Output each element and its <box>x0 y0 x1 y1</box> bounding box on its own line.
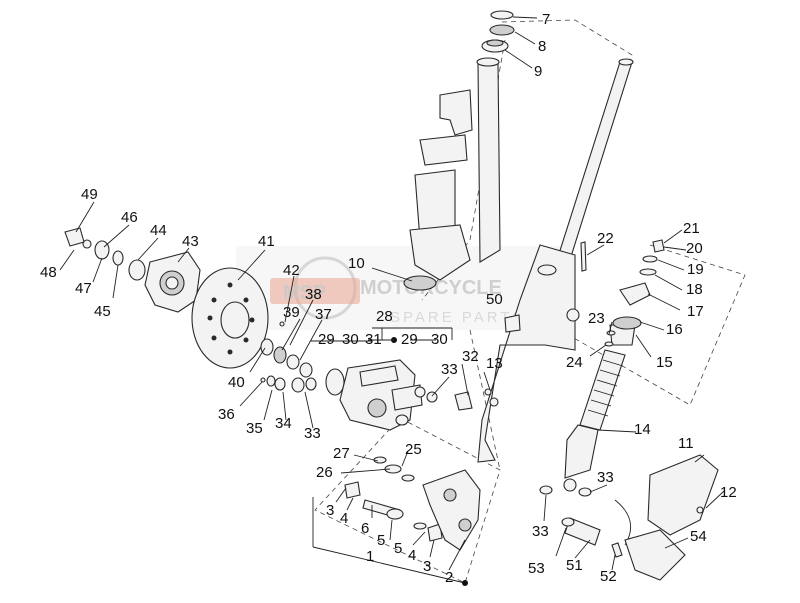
callout-20: 20 <box>686 240 703 257</box>
callout-10: 10 <box>348 255 365 272</box>
shock-upper-mount <box>580 239 665 347</box>
callout-2: 2 <box>445 569 453 586</box>
callout-26: 26 <box>316 464 333 481</box>
block-50 <box>504 314 521 333</box>
callout-46: 46 <box>121 209 138 226</box>
callout-17: 17 <box>687 303 704 320</box>
callout-labels: 7 8 9 10 11 12 13 14 15 16 17 18 19 20 2… <box>40 11 737 586</box>
shock-absorber <box>563 324 636 492</box>
callout-15: 15 <box>656 354 673 371</box>
callout-25: 25 <box>405 441 422 458</box>
callout-4a: 4 <box>340 510 348 527</box>
callout-47: 47 <box>75 280 92 297</box>
callout-29a: 29 <box>318 331 335 348</box>
callout-27: 27 <box>333 445 350 462</box>
sensor-parts <box>539 485 623 558</box>
callout-5a: 5 <box>377 532 385 549</box>
callout-48: 48 <box>40 264 57 281</box>
callout-45: 45 <box>94 303 111 320</box>
screw-12 <box>696 506 704 514</box>
callout-22: 22 <box>597 230 614 247</box>
callout-53: 53 <box>528 560 545 577</box>
callout-24: 24 <box>566 354 583 371</box>
callout-12: 12 <box>720 484 737 501</box>
leader-lines <box>59 16 725 586</box>
callout-3b: 3 <box>423 558 431 575</box>
callout-54: 54 <box>690 528 707 545</box>
callout-38: 38 <box>305 286 322 303</box>
callout-18: 18 <box>686 281 703 298</box>
callout-37: 37 <box>315 306 332 323</box>
callout-23: 23 <box>588 310 605 327</box>
callout-13: 13 <box>486 355 503 372</box>
callout-1: 1 <box>366 548 374 565</box>
callout-5b: 5 <box>394 540 402 557</box>
watermark-line2: SPARE PARTS <box>390 309 526 326</box>
callout-9: 9 <box>534 63 542 80</box>
callout-42: 42 <box>283 262 300 279</box>
callout-33b: 33 <box>304 425 321 442</box>
callout-16: 16 <box>666 321 683 338</box>
callout-34: 34 <box>275 415 292 432</box>
callout-6: 6 <box>361 520 369 537</box>
headset-bearings <box>481 10 515 53</box>
cover-11 <box>647 454 719 536</box>
callout-52: 52 <box>600 568 617 585</box>
callout-4b: 4 <box>408 547 416 564</box>
steering-tube <box>409 57 501 281</box>
callout-41: 41 <box>258 233 275 250</box>
callout-33a: 33 <box>441 361 458 378</box>
ring-10 <box>403 275 437 291</box>
callout-32: 32 <box>462 348 479 365</box>
callout-49: 49 <box>81 186 98 203</box>
callout-43: 43 <box>182 233 199 250</box>
callout-51: 51 <box>566 557 583 574</box>
callout-30b: 30 <box>431 331 448 348</box>
callout-21: 21 <box>683 220 700 237</box>
callout-14: 14 <box>634 421 651 438</box>
axle-spacers <box>260 321 317 393</box>
lower-link <box>344 456 481 551</box>
callout-36: 36 <box>218 406 235 423</box>
callout-30a: 30 <box>342 331 359 348</box>
fork-leg <box>477 58 634 463</box>
callout-50: 50 <box>486 291 503 308</box>
callout-11: 11 <box>678 435 694 452</box>
callout-31: 31 <box>365 331 382 348</box>
watermark: MSP MOTORCYCLE SPARE PARTS <box>236 246 565 330</box>
callout-19: 19 <box>687 261 704 278</box>
callout-8: 8 <box>538 38 546 55</box>
callout-33d: 33 <box>532 523 549 540</box>
callout-7: 7 <box>542 11 550 28</box>
callout-33c: 33 <box>597 469 614 486</box>
callout-35: 35 <box>246 420 263 437</box>
callout-44: 44 <box>150 222 167 239</box>
callout-3a: 3 <box>326 502 334 519</box>
callout-39: 39 <box>283 304 300 321</box>
wheel-hub <box>64 227 201 313</box>
callout-28: 28 <box>376 308 393 325</box>
watermark-logo: MSP <box>283 282 326 304</box>
callout-29b: 29 <box>401 331 418 348</box>
brake-disc <box>191 267 269 369</box>
cable <box>614 499 632 546</box>
callout-40: 40 <box>228 374 245 391</box>
clamp-54 <box>624 529 686 581</box>
brake-caliper <box>325 359 492 431</box>
